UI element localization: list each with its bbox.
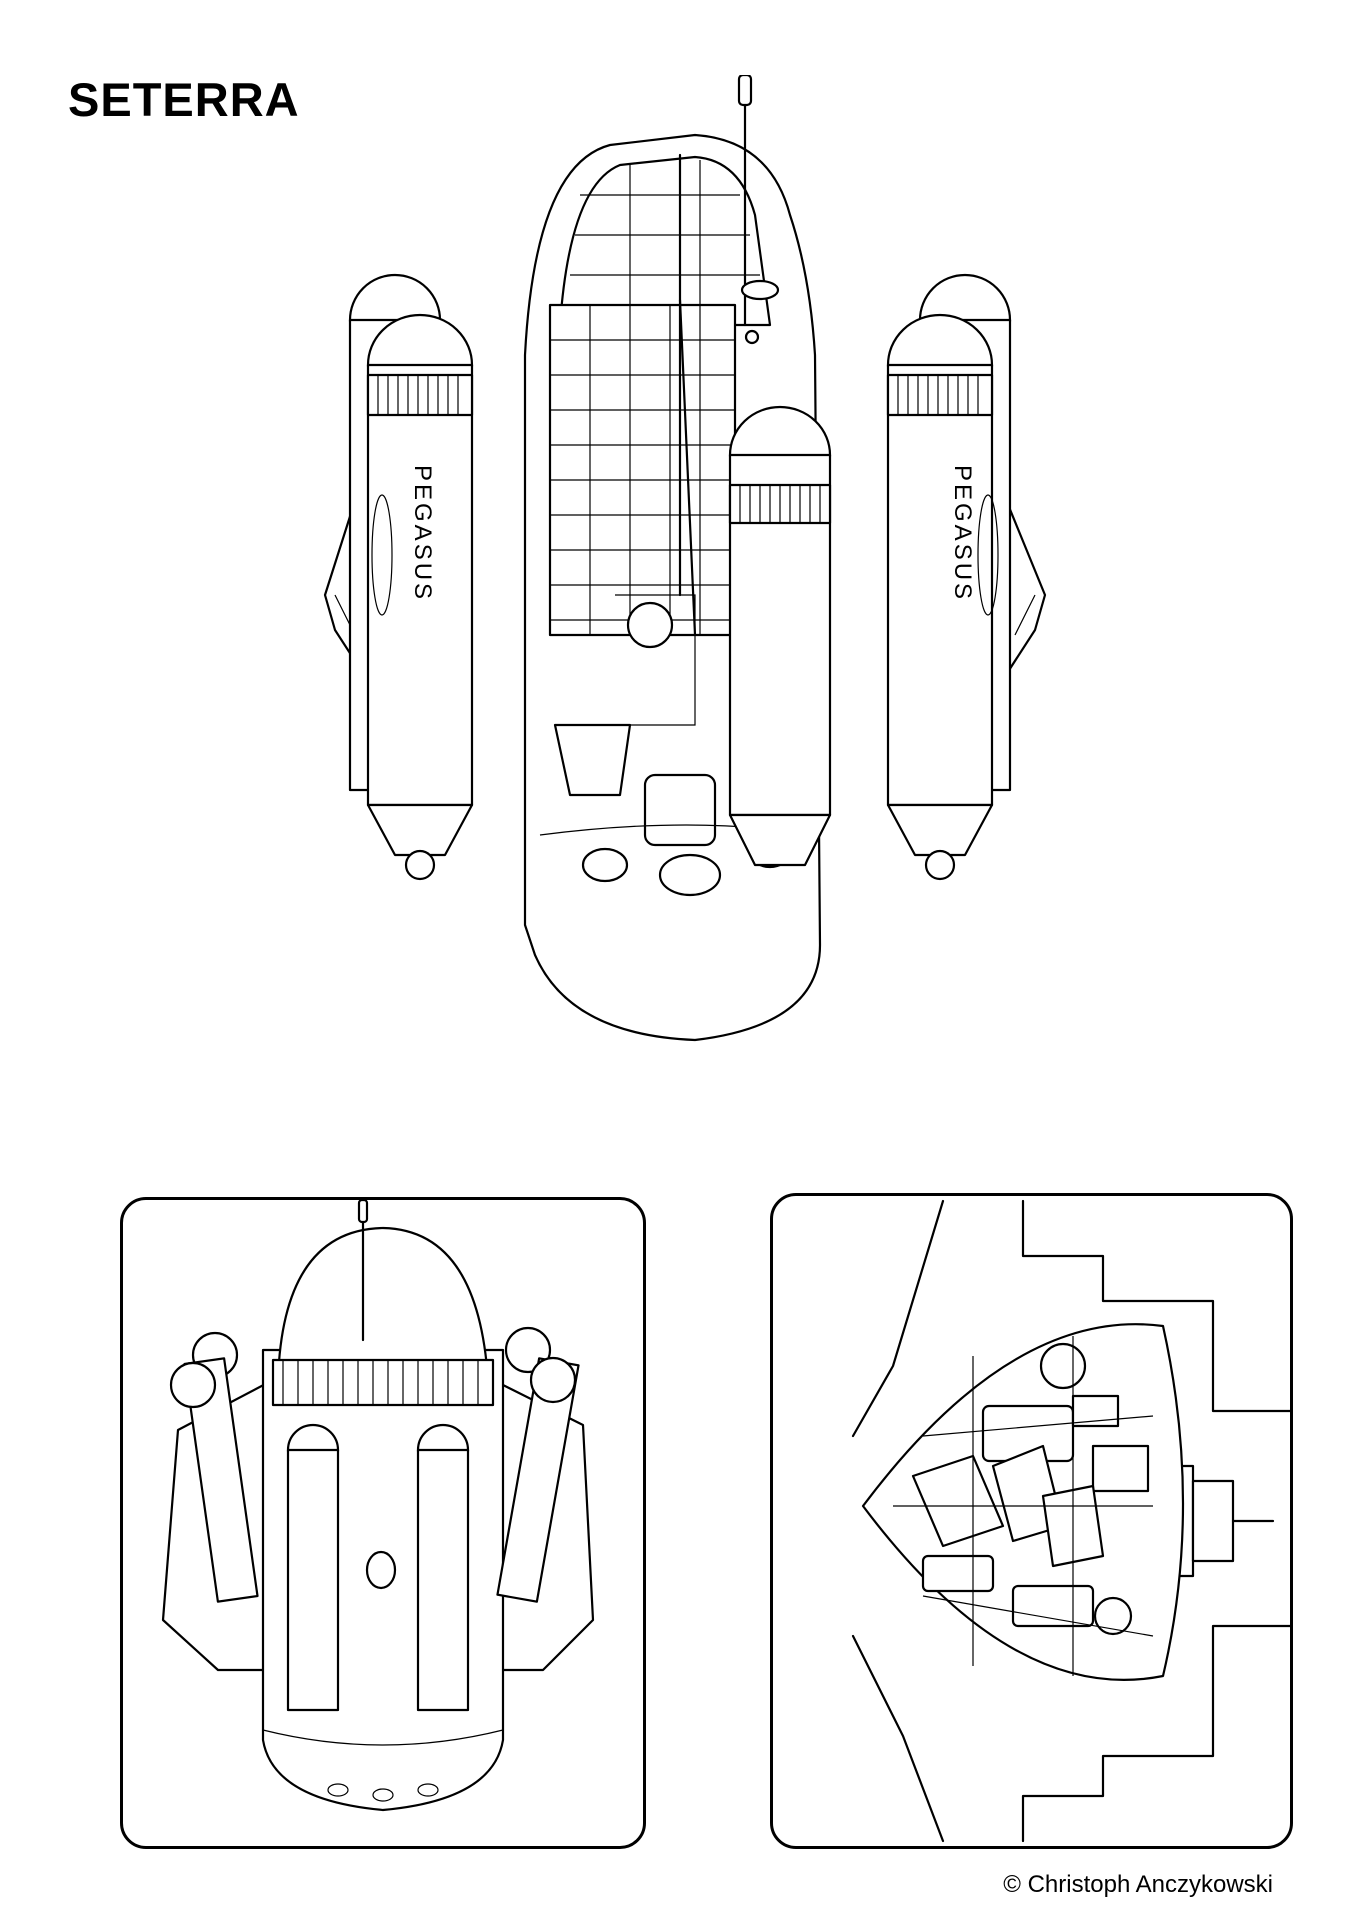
cockpit-cutaway-illustration	[851, 1199, 1290, 1843]
exterior-tank-center-right	[416, 1423, 470, 1712]
seterra-cutaway-illustration: PEGASUS PEGASUS	[323, 75, 1047, 1042]
cockpit-cutaway-panel	[770, 1193, 1293, 1849]
cockpit-canopy	[558, 155, 772, 327]
page-title: SETERRA	[68, 73, 300, 126]
center-tank	[728, 405, 832, 867]
cargo-bay-frame	[548, 153, 737, 637]
exterior-tank-center-left	[286, 1423, 340, 1712]
exterior-tank-left	[169, 1331, 259, 1603]
nose-dome	[276, 1226, 490, 1382]
right-tank-label: PEGASUS	[949, 465, 976, 602]
hatch	[365, 1550, 397, 1590]
antenna	[737, 75, 780, 345]
exterior-view-illustration	[161, 1200, 595, 1812]
left-inner-tank	[366, 313, 474, 881]
exterior-view-panel	[120, 1197, 646, 1849]
engine-section	[539, 594, 816, 897]
left-tank-label: PEGASUS	[409, 465, 436, 602]
right-inner-tank	[886, 313, 994, 881]
copyright-credit: © Christoph Anczykowski	[1003, 1871, 1273, 1898]
cockpit-interior	[893, 1336, 1154, 1676]
exterior-tank-right	[496, 1326, 580, 1603]
docking-collar	[1191, 1479, 1235, 1563]
